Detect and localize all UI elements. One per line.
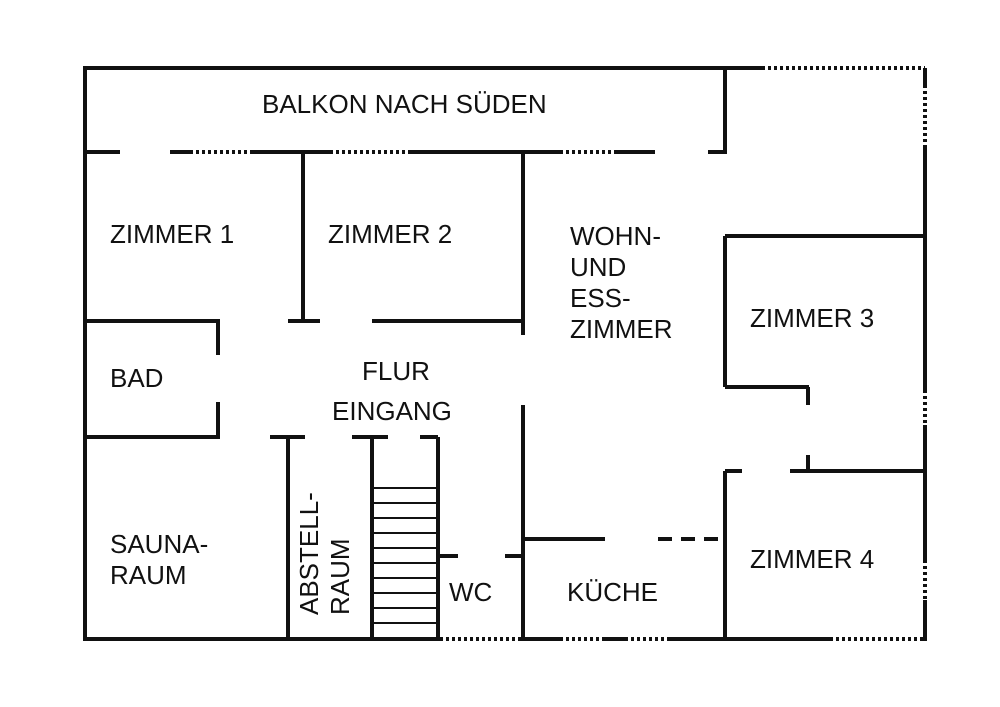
room-label-zimmer-2: ZIMMER 2 [328,219,453,249]
room-label-sauna-line-1: SAUNA- [110,529,209,559]
room-label-zimmer-3: ZIMMER 3 [750,303,875,333]
room-label-eingang: EINGANG [332,396,452,426]
room-label-zimmer-1: ZIMMER 1 [110,219,235,249]
room-label-abstell-line-1: ABSTELL- [294,492,324,615]
room-label-abstell-line-2: RAUM [325,538,355,615]
outer-walls [83,66,927,641]
room-label-balkon: BALKON NACH SÜDEN [262,89,547,119]
room-label-kueche: KÜCHE [567,577,659,607]
room-label-flur: FLUR [362,356,430,386]
room-label-wohn-line-4: ZIMMER [570,314,673,344]
room-label-wohn-line-3: ESS- [570,283,631,313]
room-label-bad: BAD [110,363,164,393]
room-label-wc: WC [449,577,493,607]
room-label-wohn-line-1: WOHN- [570,221,661,251]
room-label-zimmer-4: ZIMMER 4 [750,544,875,574]
room-label-wohn-line-2: UND [570,252,627,282]
staircase [372,487,438,624]
interior-walls [85,152,925,641]
room-label-sauna-line-2: RAUM [110,560,187,590]
balcony-walls [85,68,727,154]
